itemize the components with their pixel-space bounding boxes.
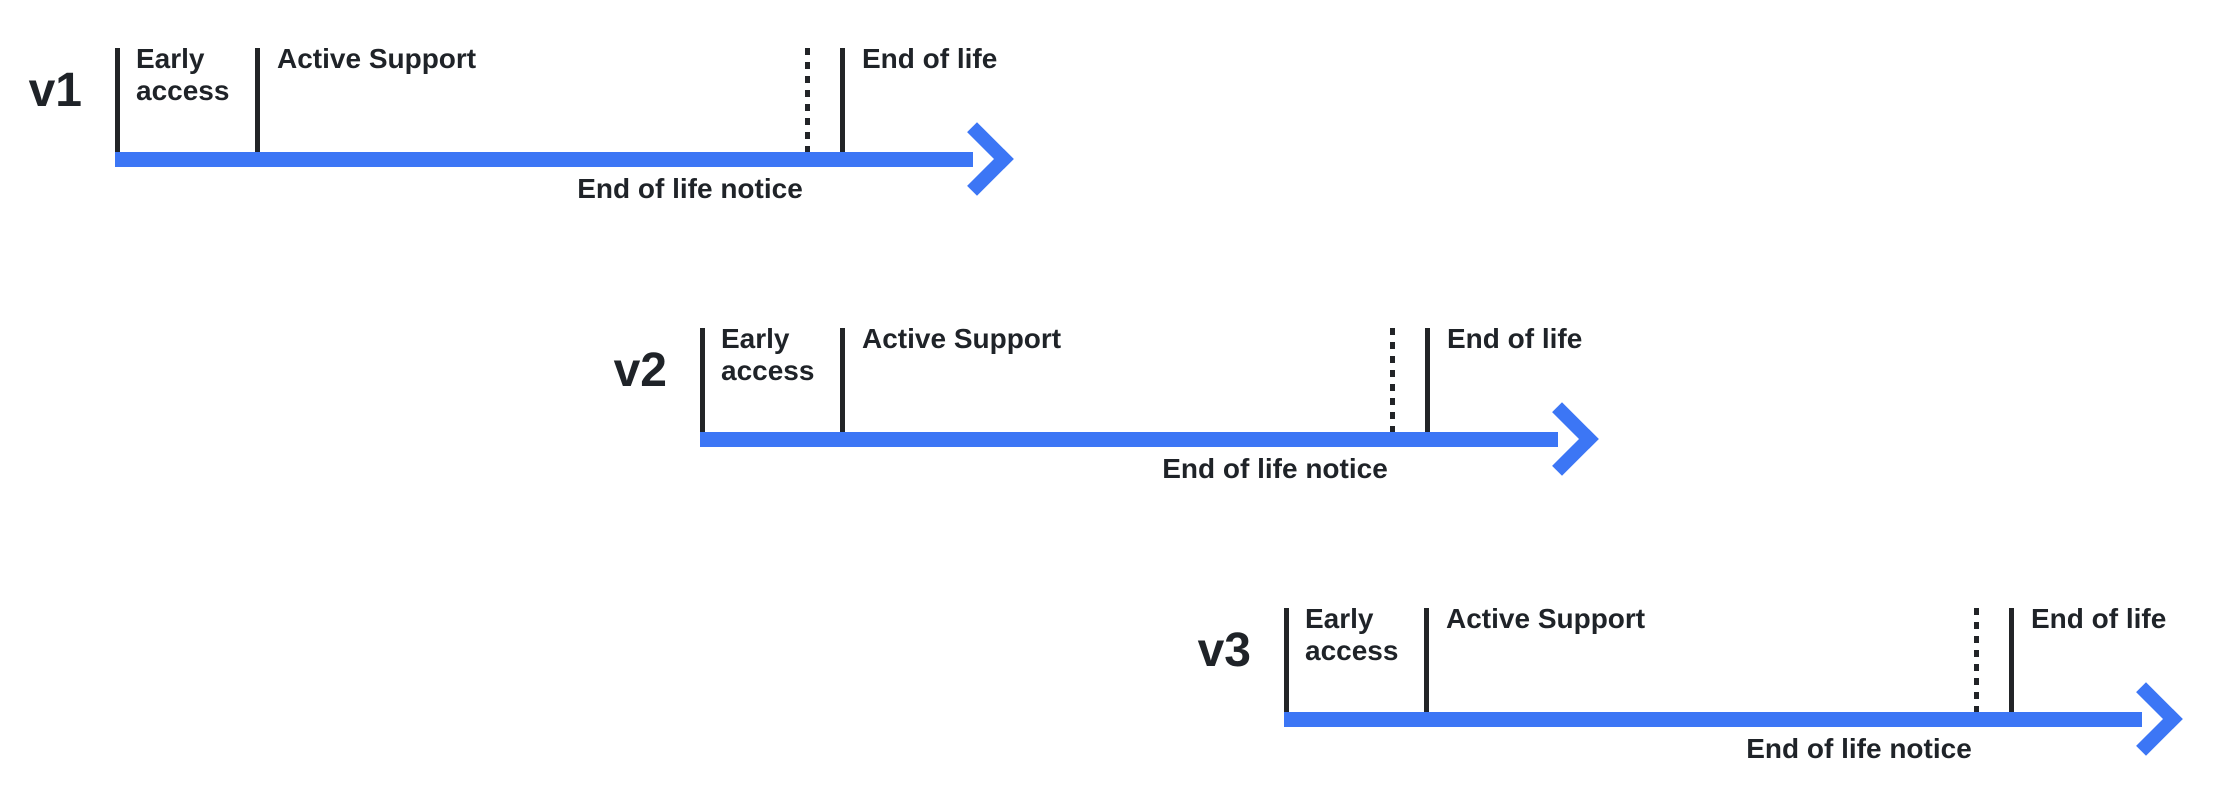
label-end-of-life-notice: End of life notice [1162,453,1388,484]
tick-release-start [700,328,705,432]
timeline-v3: v3 Early access Active Support End of li… [1198,603,2228,808]
tick-eol-notice-dashed [1390,328,1395,432]
label-active-support: Active Support [862,323,1062,354]
label-end-of-life-notice: End of life notice [577,173,803,204]
label-end-of-life: End of life [1447,323,1583,354]
label-early-access: Early access [136,43,230,106]
timeline-arrow-shaft [700,432,1558,447]
tick-end-of-life [840,48,845,152]
tick-eol-notice-dashed [805,48,810,152]
label-active-support: Active Support [277,43,477,74]
version-label: v1 [28,64,82,117]
tick-release-start [1284,608,1289,712]
label-early-access: Early access [1305,603,1399,666]
tick-active-support-start [255,48,260,152]
label-end-of-life-notice: End of life notice [1746,733,1972,764]
tick-end-of-life [2009,608,2014,712]
arrow-head-icon [1525,402,1599,476]
label-active-support: Active Support [1446,603,1646,634]
version-label: v2 [613,344,667,397]
arrow-head-icon [940,122,1014,196]
label-early-access: Early access [721,323,815,386]
arrow-head-icon [2109,682,2183,756]
timeline-arrow-shaft [115,152,973,167]
timeline-arrow-shaft [1284,712,2142,727]
timeline-v1: v1 Early access Active Support End of li… [29,43,1077,248]
tick-active-support-start [840,328,845,432]
tick-release-start [115,48,120,152]
tick-eol-notice-dashed [1974,608,1979,712]
label-end-of-life: End of life [2031,603,2167,634]
tick-active-support-start [1424,608,1429,712]
version-label: v3 [1197,624,1251,677]
tick-end-of-life [1425,328,1430,432]
timeline-v2: v2 Early access Active Support End of li… [614,323,1662,528]
label-end-of-life: End of life [862,43,998,74]
